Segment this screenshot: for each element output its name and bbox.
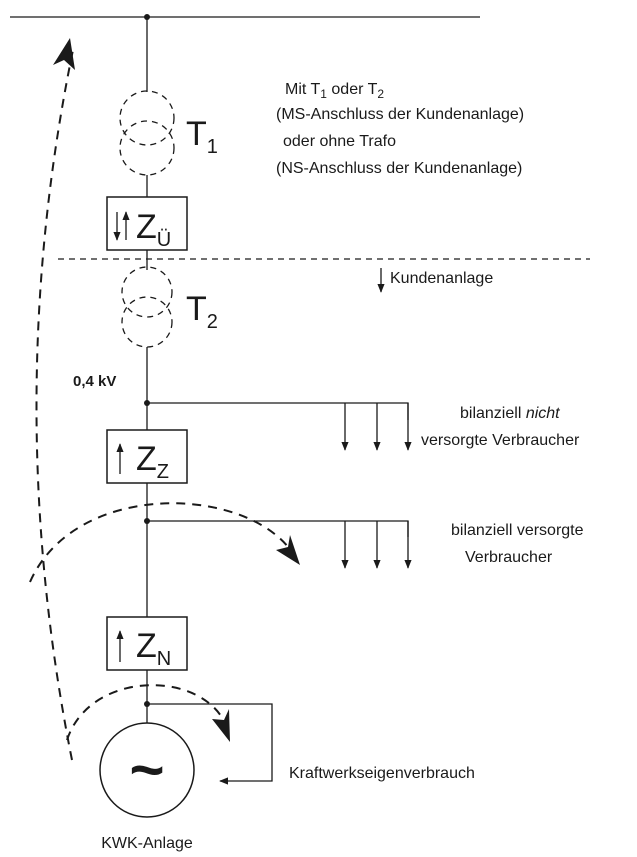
self-consumption-line bbox=[147, 703, 273, 785]
not-supplied-label-1: bilanziell nicht bbox=[460, 405, 560, 422]
flow-arrowhead bbox=[212, 709, 230, 742]
note-line-4: (NS-Anschluss der Kundenanlage) bbox=[276, 160, 522, 177]
customer-installation-label: Kundenanlage bbox=[390, 270, 493, 287]
transformer-t1-symbol bbox=[119, 90, 175, 176]
flow-arrowhead bbox=[276, 535, 300, 565]
supplied-label-2: Verbraucher bbox=[465, 549, 553, 566]
supplied-label-1: bilanziell versorgte bbox=[451, 522, 584, 539]
self-consumption-label: Kraftwerkseigenverbrauch bbox=[289, 765, 475, 782]
not-supplied-label-2: versorgte Verbraucher bbox=[421, 432, 580, 449]
consumer-branch-supplied bbox=[147, 520, 409, 537]
note-line-1: Mit T1 oder T2 bbox=[285, 81, 384, 101]
bidirectional-arrows-icon bbox=[113, 211, 130, 241]
meter-uebergabe-label: ZÜ bbox=[136, 208, 171, 251]
generator-circle bbox=[99, 722, 195, 818]
flow-arrowhead bbox=[53, 38, 75, 70]
transformer-t1-label: T1 bbox=[186, 115, 218, 158]
voltage-label: 0,4 kV bbox=[73, 373, 116, 390]
flow-curve-grid-feed-in bbox=[35, 44, 75, 761]
meter-netto-label: ZN bbox=[136, 627, 171, 670]
note-line-3: oder ohne Trafo bbox=[283, 133, 396, 150]
transformer-t2-symbol bbox=[121, 266, 173, 348]
flow-curve-self-consumption bbox=[66, 684, 226, 741]
chp-plant-label: KWK-Anlage bbox=[101, 835, 193, 852]
meter-uebergabe-box bbox=[106, 196, 188, 251]
generator-tilde-icon: ~ bbox=[129, 736, 164, 803]
note-line-2: (MS-Anschluss der Kundenanlage) bbox=[276, 106, 524, 123]
meter-zusatz-label: ZZ bbox=[136, 440, 169, 483]
flow-curve-supplied bbox=[29, 502, 293, 583]
transformer-t2-label: T2 bbox=[186, 290, 218, 333]
consumer-branch-not-supplied bbox=[147, 402, 409, 420]
